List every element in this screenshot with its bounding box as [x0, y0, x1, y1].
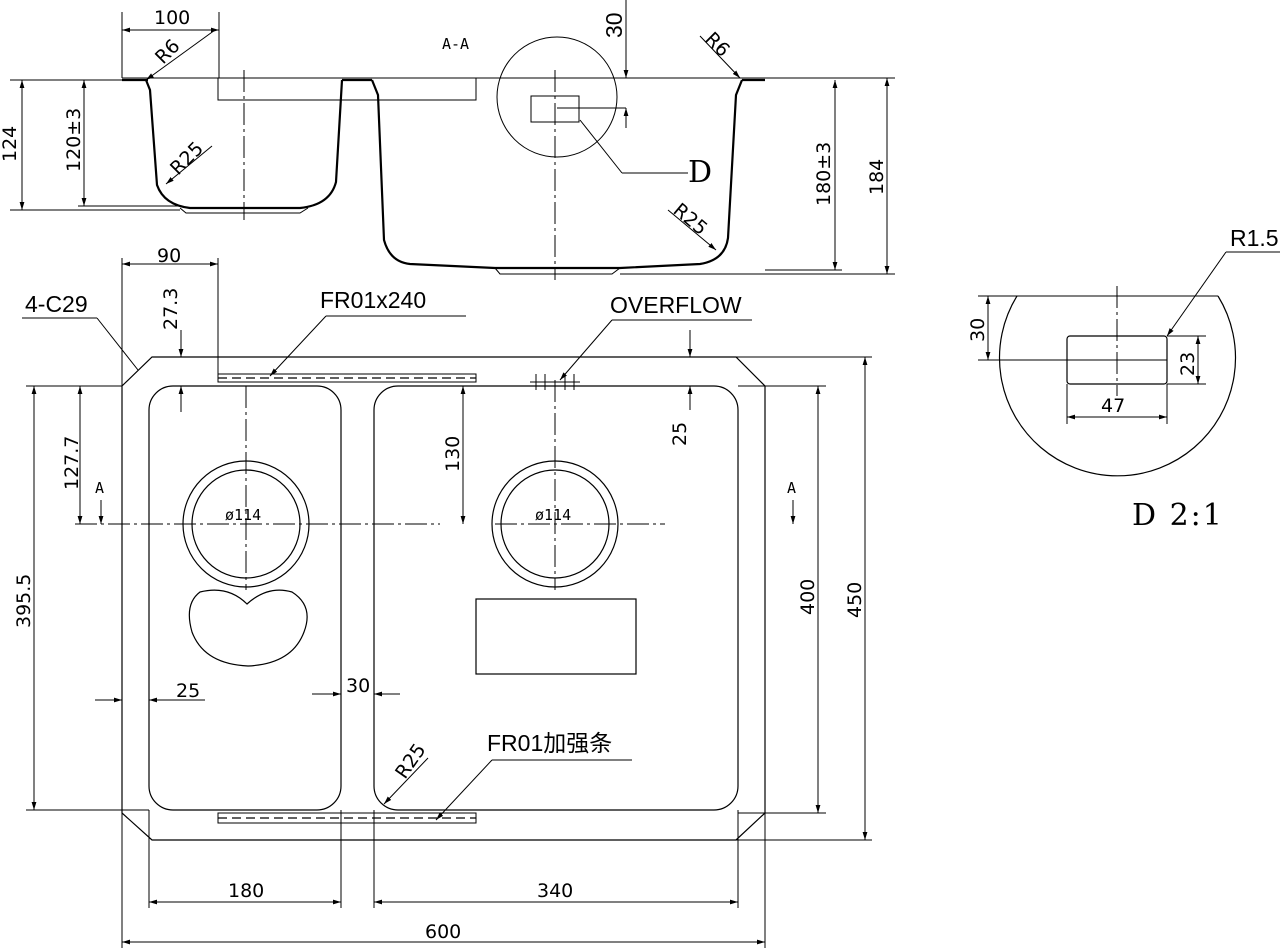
section-mark-right: A [787, 479, 796, 497]
detail-dim-23: 23 [1177, 352, 1199, 376]
detail-dim-r1-5: R1.5 [1230, 225, 1279, 251]
dim-25-side: 25 [176, 680, 200, 702]
detail-ref-label: D [688, 155, 712, 190]
dim-127-7: 127.7 [61, 436, 83, 490]
detail-dim-30: 30 [967, 318, 989, 342]
dim-180-section: 180±3 [813, 142, 835, 206]
section-title: A-A [442, 35, 469, 53]
dim-30-mid: 30 [346, 675, 370, 697]
dim-395-5: 395.5 [13, 574, 35, 628]
section-large-bowl [370, 79, 744, 270]
dim-r25-right: R25 [669, 199, 712, 240]
dim-130: 130 [442, 436, 464, 472]
small-bowl [148, 385, 342, 811]
detail-caption: D 2:1 [1132, 498, 1224, 533]
fr-bottom-label: FR01加强条 [487, 730, 612, 756]
dim-100: 100 [154, 7, 190, 29]
detail-view: 30 23 47 R1.5 D 2:1 [967, 225, 1280, 533]
large-bowl [373, 385, 739, 811]
detail-d-circle [496, 36, 618, 158]
fr-top-label: FR01x240 [320, 287, 426, 313]
dim-30-section: 30 [601, 12, 627, 38]
dim-25-top: 25 [669, 422, 691, 446]
rect-cutout [475, 598, 637, 675]
dim-r25-left: R25 [166, 138, 208, 180]
dim-27-3: 27.3 [160, 288, 182, 330]
dim-450: 450 [844, 582, 866, 618]
dim-120: 120±3 [63, 108, 85, 172]
drain-right-label: ø114 [535, 506, 571, 524]
dim-600: 600 [425, 921, 461, 943]
overflow-marker [530, 374, 580, 390]
section-mark-left: A [95, 479, 104, 497]
plan-view: 90 27.3 4-C29 FR01x240 OVERFLOW 25 127.7… [13, 245, 872, 948]
overflow-label: OVERFLOW [610, 292, 742, 318]
dim-184: 184 [866, 159, 888, 195]
dim-r6-right: R6 [700, 28, 733, 61]
chamfer-label: 4-C29 [25, 291, 88, 317]
dim-90: 90 [157, 245, 181, 267]
detail-d-arc [998, 295, 1237, 477]
section-view: D A-A 100 R6 R6 30 124 120±3 R25 R25 [0, 0, 895, 280]
soap-dish-cutout [188, 589, 308, 667]
dim-r6-left: R6 [151, 35, 184, 68]
dim-180-plan: 180 [228, 880, 264, 902]
dim-124: 124 [0, 126, 21, 162]
drain-left-label: ø114 [225, 506, 261, 524]
detail-dim-47: 47 [1101, 395, 1125, 417]
section-small-bowl [144, 79, 344, 210]
dim-340: 340 [537, 880, 573, 902]
dim-400: 400 [797, 579, 819, 615]
